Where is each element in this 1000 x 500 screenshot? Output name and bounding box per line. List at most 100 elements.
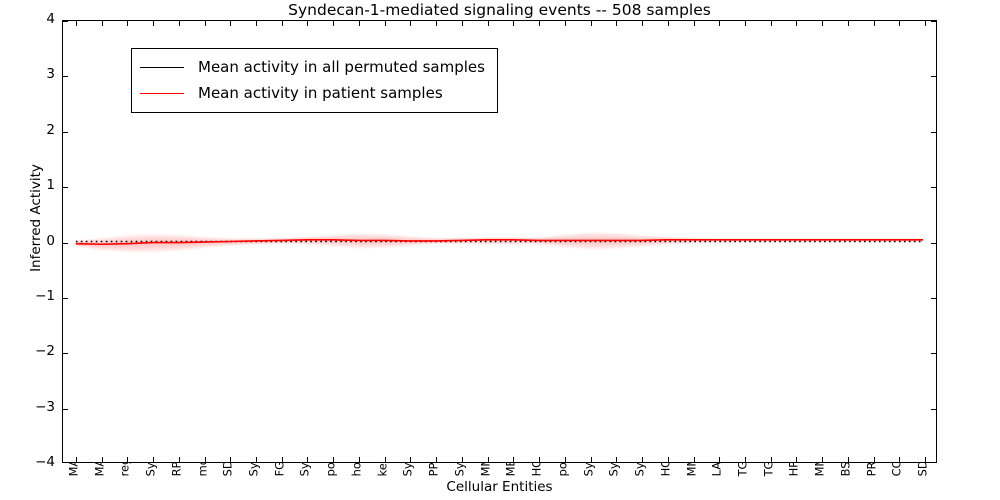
x-tick-mark <box>230 457 232 462</box>
x-tick-mark <box>770 457 772 462</box>
x-tick-mark <box>178 457 180 462</box>
confidence-band-region <box>75 234 924 251</box>
x-tick-mark <box>847 21 849 26</box>
y-tick-label: 2 <box>46 121 55 138</box>
x-tick-mark <box>616 21 618 26</box>
x-tick-mark <box>873 457 875 462</box>
x-tick-mark <box>75 457 77 462</box>
legend-color-swatch <box>140 66 184 68</box>
y-tick-mark <box>63 187 68 189</box>
y-tick-mark <box>931 297 936 299</box>
x-tick-mark <box>667 457 669 462</box>
y-tick-mark <box>931 353 936 355</box>
x-tick-mark <box>616 457 618 462</box>
y-tick-mark <box>63 76 68 78</box>
y-tick-mark <box>931 131 936 133</box>
x-tick-mark <box>642 21 644 26</box>
x-axis-label: Cellular Entities <box>446 479 553 495</box>
x-tick-mark <box>384 457 386 462</box>
x-tick-mark <box>333 457 335 462</box>
x-tick-mark <box>178 21 180 26</box>
y-tick-label: −2 <box>35 343 55 360</box>
legend-entry: Mean activity in patient samples <box>140 80 485 106</box>
y-tick-mark <box>63 21 68 22</box>
x-tick-mark <box>822 457 824 462</box>
y-tick-mark <box>931 76 936 78</box>
y-tick-label: 1 <box>46 177 55 194</box>
x-tick-mark <box>667 21 669 26</box>
x-tick-mark <box>101 457 103 462</box>
y-tick-mark <box>931 242 936 244</box>
x-tick-mark <box>256 457 257 462</box>
y-tick-mark <box>931 21 936 22</box>
x-tick-mark <box>281 457 283 462</box>
legend-color-swatch <box>140 92 184 94</box>
confidence-band-region <box>75 232 924 253</box>
chart-title: Syndecan-1-mediated signaling events -- … <box>288 1 711 19</box>
y-tick-mark <box>63 408 68 410</box>
y-tick-mark <box>931 408 936 410</box>
x-tick-mark <box>436 21 438 26</box>
legend-label: Mean activity in patient samples <box>198 84 443 102</box>
y-tick-label: 0 <box>46 232 55 249</box>
data-layer <box>75 232 924 253</box>
y-tick-mark <box>63 131 68 133</box>
x-tick-mark <box>358 21 360 26</box>
x-tick-mark <box>744 21 746 26</box>
x-tick-mark <box>75 21 77 26</box>
confidence-band-region <box>75 233 924 252</box>
x-tick-mark <box>384 21 386 26</box>
x-tick-mark <box>873 21 875 26</box>
y-tick-mark <box>63 242 68 244</box>
y-tick-mark <box>931 187 936 189</box>
x-tick-mark <box>101 21 103 26</box>
y-tick-label: −1 <box>35 287 55 304</box>
x-tick-mark <box>642 457 644 462</box>
x-tick-mark <box>564 21 566 26</box>
x-tick-mark <box>693 457 695 462</box>
y-tick-mark <box>63 353 68 355</box>
y-tick-label: −3 <box>35 398 55 415</box>
x-tick-mark <box>127 457 129 462</box>
x-tick-mark <box>925 457 927 462</box>
x-tick-mark <box>461 21 463 26</box>
x-tick-mark <box>590 457 592 462</box>
x-tick-mark <box>796 457 798 462</box>
x-tick-mark <box>436 457 438 462</box>
x-tick-mark <box>487 457 489 462</box>
x-tick-mark <box>153 21 155 26</box>
x-tick-mark <box>230 21 232 26</box>
x-tick-mark <box>899 21 901 26</box>
y-axis-label: Inferred Activity <box>28 164 44 272</box>
x-tick-mark <box>487 21 489 26</box>
x-tick-mark <box>719 21 721 26</box>
x-tick-mark <box>564 457 566 462</box>
x-tick-mark <box>307 457 309 462</box>
y-tick-label: 3 <box>46 66 55 83</box>
x-tick-mark <box>899 457 901 462</box>
x-tick-mark <box>513 457 515 462</box>
x-tick-mark <box>333 21 335 26</box>
legend-label: Mean activity in all permuted samples <box>198 58 485 76</box>
x-tick-mark <box>590 21 592 26</box>
x-tick-mark <box>204 457 206 462</box>
x-tick-mark <box>770 21 772 26</box>
x-tick-mark <box>358 457 360 462</box>
x-tick-mark <box>410 457 412 462</box>
x-tick-mark <box>796 21 798 26</box>
x-tick-mark <box>307 21 309 26</box>
x-tick-mark <box>822 21 824 26</box>
x-tick-mark <box>719 457 721 462</box>
x-tick-mark <box>127 21 129 26</box>
series-lines <box>75 239 924 246</box>
y-tick-label: −4 <box>35 454 55 470</box>
x-tick-mark <box>461 457 463 462</box>
y-tick-mark <box>63 297 68 299</box>
confidence-band-region <box>75 235 924 249</box>
x-tick-mark <box>693 21 695 26</box>
x-tick-mark <box>925 21 927 26</box>
x-tick-mark <box>410 21 412 26</box>
x-tick-mark <box>539 457 541 462</box>
